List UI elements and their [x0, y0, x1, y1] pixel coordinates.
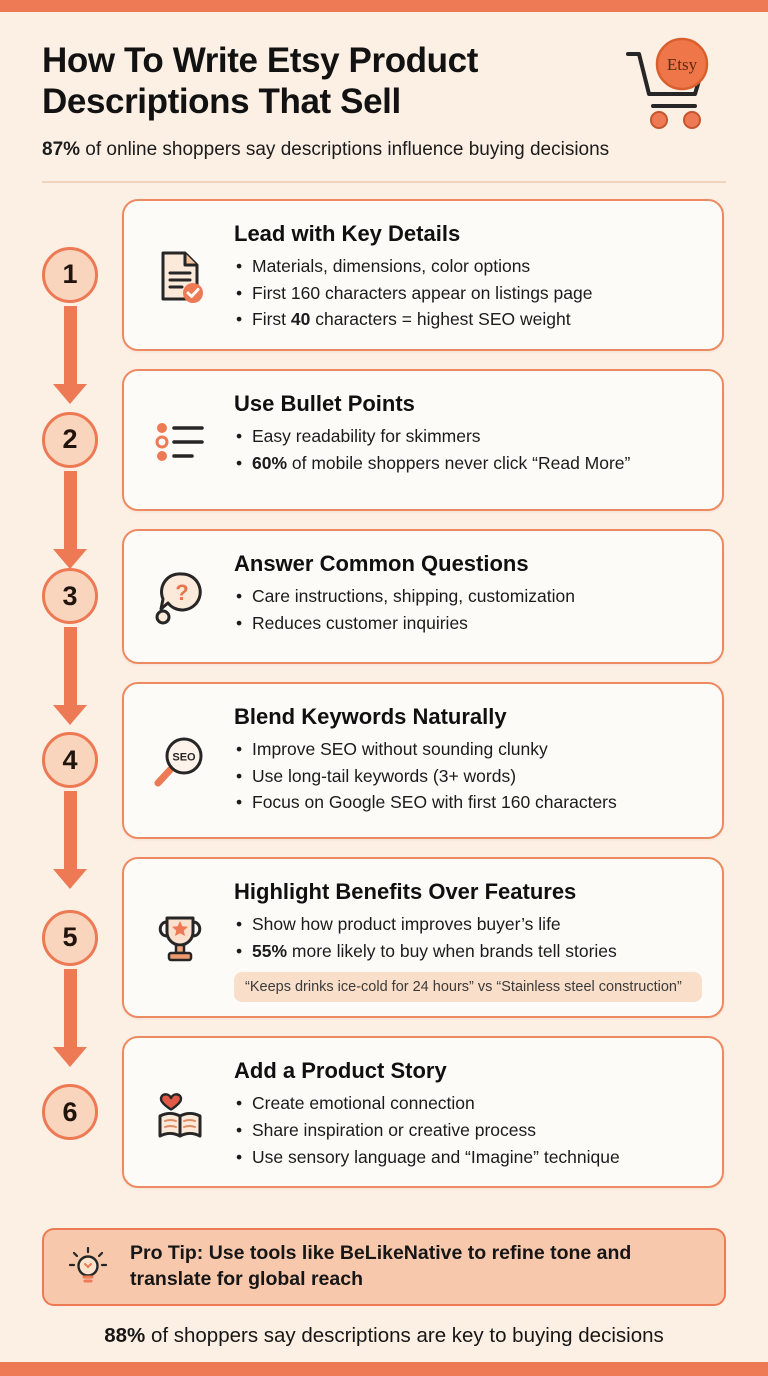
step-bullets: Care instructions, shipping, customizati… [234, 583, 702, 637]
page-title: How To Write Etsy Product Descriptions T… [42, 40, 622, 123]
step-number-badge: 2 [42, 411, 98, 468]
cart-icon: Etsy [620, 34, 724, 140]
step: 2 Use Bullet Points Easy readability for… [42, 368, 724, 569]
bullet-item: First 40 characters = highest SEO weight [234, 306, 702, 333]
step-icon-slot [140, 877, 220, 1003]
step-bullets: Improve SEO without sounding clunkyUse l… [234, 736, 702, 817]
bullet-item: Reduces customer inquiries [234, 610, 702, 637]
seo-magnifier-icon: SEO [154, 737, 203, 787]
step-content: Add a Product Story Create emotional con… [234, 1056, 702, 1172]
step-bullets: Create emotional connectionShare inspira… [234, 1090, 702, 1171]
header: How To Write Etsy Product Descriptions T… [0, 0, 768, 183]
bullet-list-icon [155, 422, 204, 461]
step-number-badge: 4 [42, 732, 98, 789]
step: 6 Add a Product Story Create emotional c… [42, 1036, 724, 1189]
bullet-item: 55% more likely to buy when brands tell … [234, 938, 702, 965]
bullet-item: Create emotional connection [234, 1090, 702, 1117]
step-number-badge: 3 [42, 568, 98, 625]
document-check-icon [161, 251, 203, 303]
step-title: Answer Common Questions [234, 550, 529, 576]
book-heart-icon [158, 1093, 202, 1138]
step-title: Add a Product Story [234, 1058, 447, 1084]
flow-arrow-icon [53, 968, 87, 1067]
header-divider [42, 180, 726, 183]
intro-stat-text: of online shoppers say descriptions infl… [80, 138, 610, 160]
example-box: “Keeps drinks ice-cold for 24 hours” vs … [234, 972, 702, 1003]
lightbulb-icon [66, 1245, 110, 1289]
step-title: Lead with Key Details [234, 220, 461, 246]
bullet-item: Focus on Google SEO with first 160 chara… [234, 789, 702, 816]
bullet-item: Use sensory language and “Imagine” techn… [234, 1144, 702, 1171]
step-card: Lead with Key Details Materials, dimensi… [122, 198, 724, 351]
step-icon-slot [140, 389, 220, 495]
step-bullets: Show how product improves buyer’s life55… [234, 911, 702, 965]
bullet-item: Use long-tail keywords (3+ words) [234, 763, 702, 790]
step-rail: 2 [42, 369, 122, 569]
step-rail: 5 [42, 857, 122, 1067]
step-title: Use Bullet Points [234, 390, 415, 416]
bullet-item: Care instructions, shipping, customizati… [234, 583, 702, 610]
step-card: Highlight Benefits Over Features Show ho… [122, 856, 724, 1019]
step-title: Highlight Benefits Over Features [234, 878, 577, 904]
step-icon-slot: ? [140, 549, 220, 648]
step-content: Answer Common Questions Care instruction… [234, 549, 702, 648]
footer-stat-number: 88% [104, 1323, 146, 1347]
step-bullets: Easy readability for skimmers60% of mobi… [234, 423, 702, 477]
step: 3 ? Answer Common Questions Care instruc… [42, 528, 724, 726]
step-rail: 1 [42, 199, 122, 404]
step-number-badge: 1 [42, 246, 98, 303]
step-icon-slot [140, 1056, 220, 1172]
flow-arrow-icon [53, 791, 87, 890]
bullet-item: Easy readability for skimmers [234, 423, 702, 450]
bullet-item: Materials, dimensions, color options [234, 253, 702, 280]
top-accent-bar [0, 0, 768, 12]
flow-arrow-icon [53, 627, 87, 726]
title-line-1: How To Write Etsy Product [42, 41, 478, 80]
svg-text:?: ? [175, 580, 188, 605]
step: 4 SEO Blend Keywords Naturally Improve S… [42, 681, 724, 890]
step-content: Use Bullet Points Easy readability for s… [234, 389, 702, 495]
question-bubble-icon: ? [155, 572, 202, 625]
step-card: ? Answer Common Questions Care instructi… [122, 528, 724, 664]
bullet-item: Share inspiration or creative process [234, 1117, 702, 1144]
intro-stat: 87% of online shoppers say descriptions … [42, 139, 726, 161]
bottom-accent-bar [0, 1362, 768, 1376]
bullet-item: 60% of mobile shoppers never click “Read… [234, 450, 702, 477]
step-card: Use Bullet Points Easy readability for s… [122, 368, 724, 511]
title-line-2: Descriptions That Sell [42, 82, 401, 122]
step-rail: 4 [42, 682, 122, 890]
intro-stat-number: 87% [42, 138, 81, 160]
step-rail: 6 [42, 1036, 122, 1188]
svg-text:SEO: SEO [172, 752, 196, 764]
step: 1 Lead with Key Details Materials, dimen… [42, 198, 724, 404]
step-number-badge: 5 [42, 909, 98, 966]
bullet-item: Show how product improves buyer’s life [234, 911, 702, 938]
step-title: Blend Keywords Naturally [234, 703, 507, 729]
flow-arrow-icon [53, 470, 87, 569]
footer-stat: 88% of shoppers say descriptions are key… [0, 1324, 768, 1348]
pro-tip-text: Pro Tip: Use tools like BeLikeNative to … [130, 1242, 632, 1291]
bullet-item: First 160 characters appear on listings … [234, 280, 702, 307]
step-card: Add a Product Story Create emotional con… [122, 1036, 724, 1189]
bullet-item: Improve SEO without sounding clunky [234, 736, 702, 763]
step-bullets: Materials, dimensions, color optionsFirs… [234, 253, 702, 334]
step-number-badge: 6 [42, 1084, 98, 1141]
cart-logo-text: Etsy [667, 55, 698, 74]
pro-tip-banner: Pro Tip: Use tools like BeLikeNative to … [42, 1228, 726, 1306]
steps-list: 1 Lead with Key Details Materials, dimen… [0, 198, 768, 1189]
flow-arrow-icon [53, 305, 87, 404]
step: 5 Highlight Benefits Over Features Show … [42, 856, 724, 1067]
step-content: Blend Keywords Naturally Improve SEO wit… [234, 702, 702, 823]
trophy-icon [158, 916, 202, 961]
step-rail: 3 [42, 529, 122, 726]
step-content: Highlight Benefits Over Features Show ho… [234, 877, 702, 1003]
step-icon-slot: SEO [140, 702, 220, 823]
footer-stat-text: of shoppers say descriptions are key to … [145, 1323, 664, 1347]
step-icon-slot [140, 219, 220, 335]
step-card: SEO Blend Keywords Naturally Improve SEO… [122, 681, 724, 839]
step-content: Lead with Key Details Materials, dimensi… [234, 219, 702, 335]
